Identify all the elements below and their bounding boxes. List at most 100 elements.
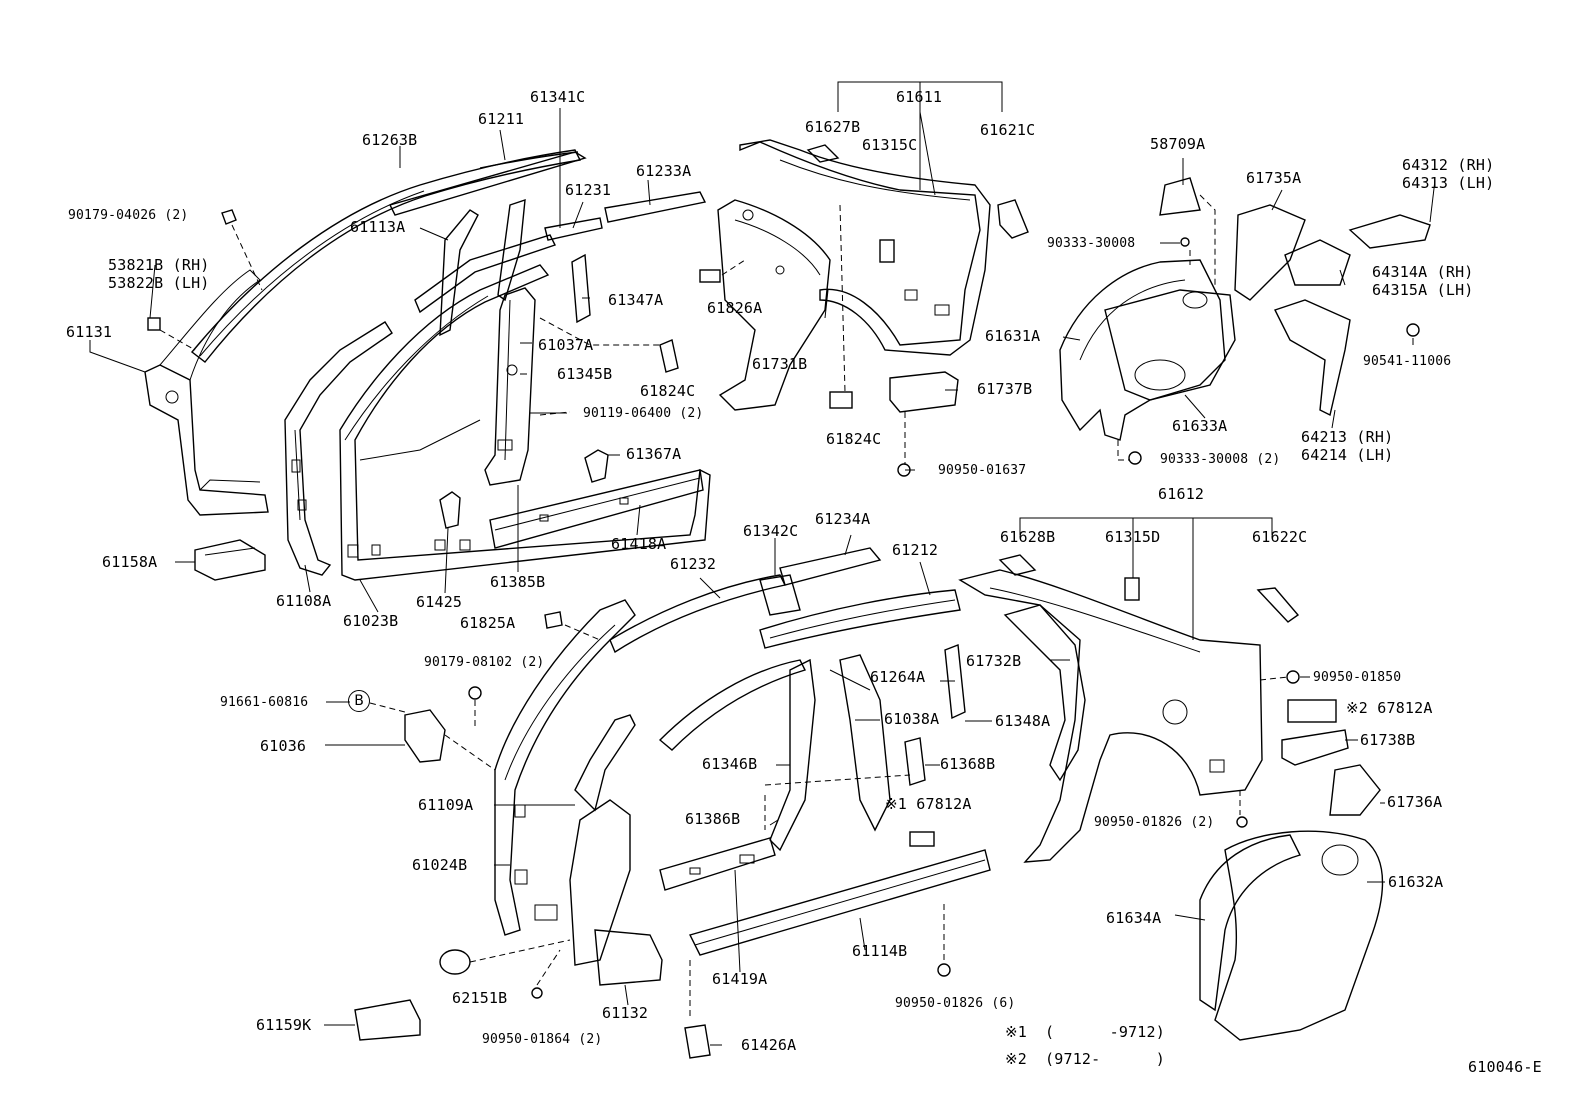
clip-90333-30008 <box>1128 237 1190 465</box>
bracket-58709A <box>1159 177 1201 216</box>
extension-64213 <box>1274 299 1351 417</box>
label-61315D: 61315D <box>1105 528 1161 546</box>
label-61234A: 61234A <box>815 510 871 528</box>
label-90950-01637: 90950-01637 <box>938 463 1027 478</box>
label-61611: 61611 <box>896 88 943 106</box>
label-61348A: 61348A <box>995 712 1051 730</box>
label-61159K: 61159K <box>256 1016 312 1034</box>
rocker-61419A <box>659 837 776 891</box>
label-61426A: 61426A <box>741 1036 797 1054</box>
roof-rail-61232 <box>609 574 801 654</box>
quarter-panel-61611 <box>739 139 991 356</box>
label-64312: 64312 (RH) <box>1402 156 1495 174</box>
rail-61233A <box>604 191 707 223</box>
label-61633A: 61633A <box>1172 417 1228 435</box>
label-61113A: 61113A <box>350 218 406 236</box>
label-61036: 61036 <box>260 737 307 755</box>
label-61109A: 61109A <box>418 796 474 814</box>
roof-side-rail-part <box>190 149 587 363</box>
label-61347A: 61347A <box>608 291 664 309</box>
label-61732B: 61732B <box>966 652 1022 670</box>
label-61738B: 61738B <box>1360 731 1416 749</box>
label-61628B: 61628B <box>1000 528 1056 546</box>
bracket-61627B <box>806 144 840 163</box>
bracket-61622C <box>1256 587 1300 623</box>
label-61211: 61211 <box>478 110 525 128</box>
bracket-64314A <box>1284 239 1351 286</box>
wheelhouse-inner-61631A <box>1059 259 1226 441</box>
label-67812A-1: ※1 67812A <box>885 795 972 813</box>
inner-pillar-61264A <box>658 659 806 751</box>
label-64315A: 64315A (LH) <box>1372 281 1474 299</box>
pillar-61346B <box>769 658 816 852</box>
label-61037A: 61037A <box>538 336 594 354</box>
bracket-61426A <box>684 1024 711 1059</box>
label-64214: 64214 (LH) <box>1301 446 1394 464</box>
bracket-61367A <box>584 449 609 483</box>
label-61736A: 61736A <box>1387 793 1443 811</box>
label-61824C-a: 61824C <box>640 382 696 400</box>
label-61263B: 61263B <box>362 131 418 149</box>
label-91661-60816: 91661-60816 <box>220 695 309 710</box>
roof-rail-61212 <box>759 589 961 649</box>
wheelhouse-inner-61634A <box>1199 834 1302 1012</box>
label-61368B: 61368B <box>940 755 996 773</box>
bracket-61159K <box>354 999 421 1041</box>
label-61024B: 61024B <box>412 856 468 874</box>
note-2-mark: ※2 <box>1005 1050 1027 1068</box>
label-61621C: 61621C <box>980 121 1036 139</box>
plug-67812A-2 <box>1287 699 1337 723</box>
label-90950-01850: 90950-01850 <box>1313 670 1402 685</box>
clip-90950-01826-2 <box>1236 816 1248 828</box>
label-61612: 61612 <box>1158 485 1205 503</box>
label-61418A: 61418A <box>611 535 667 553</box>
leader-lines <box>89 81 1436 1046</box>
side-panel-61108A <box>284 321 393 576</box>
label-53822B: 53822B (LH) <box>108 274 210 292</box>
label-61038A: 61038A <box>884 710 940 728</box>
note-1-text: ( -9712) <box>1045 1023 1165 1041</box>
label-61108A: 61108A <box>276 592 332 610</box>
bracket-61368B <box>904 737 926 786</box>
diagram-code: 610046-E <box>1468 1058 1542 1076</box>
quarter-panel-61612 <box>958 569 1263 863</box>
plug-61824C-a <box>659 339 679 373</box>
label-61233A: 61233A <box>636 162 692 180</box>
label-90119-06400: 90119-06400 (2) <box>583 406 704 421</box>
label-67812A-2: ※2 67812A <box>1346 699 1433 717</box>
wheelhouse-61732B <box>1003 604 1086 782</box>
label-61825A: 61825A <box>460 614 516 632</box>
plug-61824C-b <box>829 391 853 409</box>
wheelhouse-61731B <box>717 199 831 411</box>
rail-61234A <box>779 547 882 586</box>
label-61231: 61231 <box>565 181 612 199</box>
label-61367A: 61367A <box>626 445 682 463</box>
label-61341C: 61341C <box>530 88 586 106</box>
label-53821B: 53821B (RH) <box>108 256 210 274</box>
label-64213: 64213 (RH) <box>1301 428 1394 446</box>
label-90950-01826-6: 90950-01826 (6) <box>895 996 1016 1011</box>
center-pillar-61037A <box>484 287 536 486</box>
label-61632A: 61632A <box>1388 873 1444 891</box>
reference-circle-b: B <box>348 690 370 712</box>
note-2-text: (9712- ) <box>1045 1050 1165 1068</box>
label-61023B: 61023B <box>343 612 399 630</box>
plug-61826A <box>699 269 721 283</box>
label-61622C: 61622C <box>1252 528 1308 546</box>
rocker-61114B <box>688 849 991 956</box>
label-90179-08102: 90179-08102 (2) <box>424 655 545 670</box>
note-1-mark: ※1 <box>1005 1023 1027 1041</box>
bracket-61628B <box>998 554 1037 576</box>
label-64313: 64313 (LH) <box>1402 174 1495 192</box>
label-61634A: 61634A <box>1106 909 1162 927</box>
label-90950-01864: 90950-01864 (2) <box>482 1032 603 1047</box>
label-61131: 61131 <box>66 323 113 341</box>
label-61425: 61425 <box>416 593 463 611</box>
label-61731B: 61731B <box>752 355 808 373</box>
front-pillar-outer-61023B <box>339 264 711 581</box>
label-61824C-b: 61824C <box>826 430 882 448</box>
label-61232: 61232 <box>670 555 717 573</box>
label-61826A: 61826A <box>707 299 763 317</box>
wheelhouse-outer-61632A <box>1214 830 1384 1041</box>
pad-61315D <box>1124 577 1140 601</box>
